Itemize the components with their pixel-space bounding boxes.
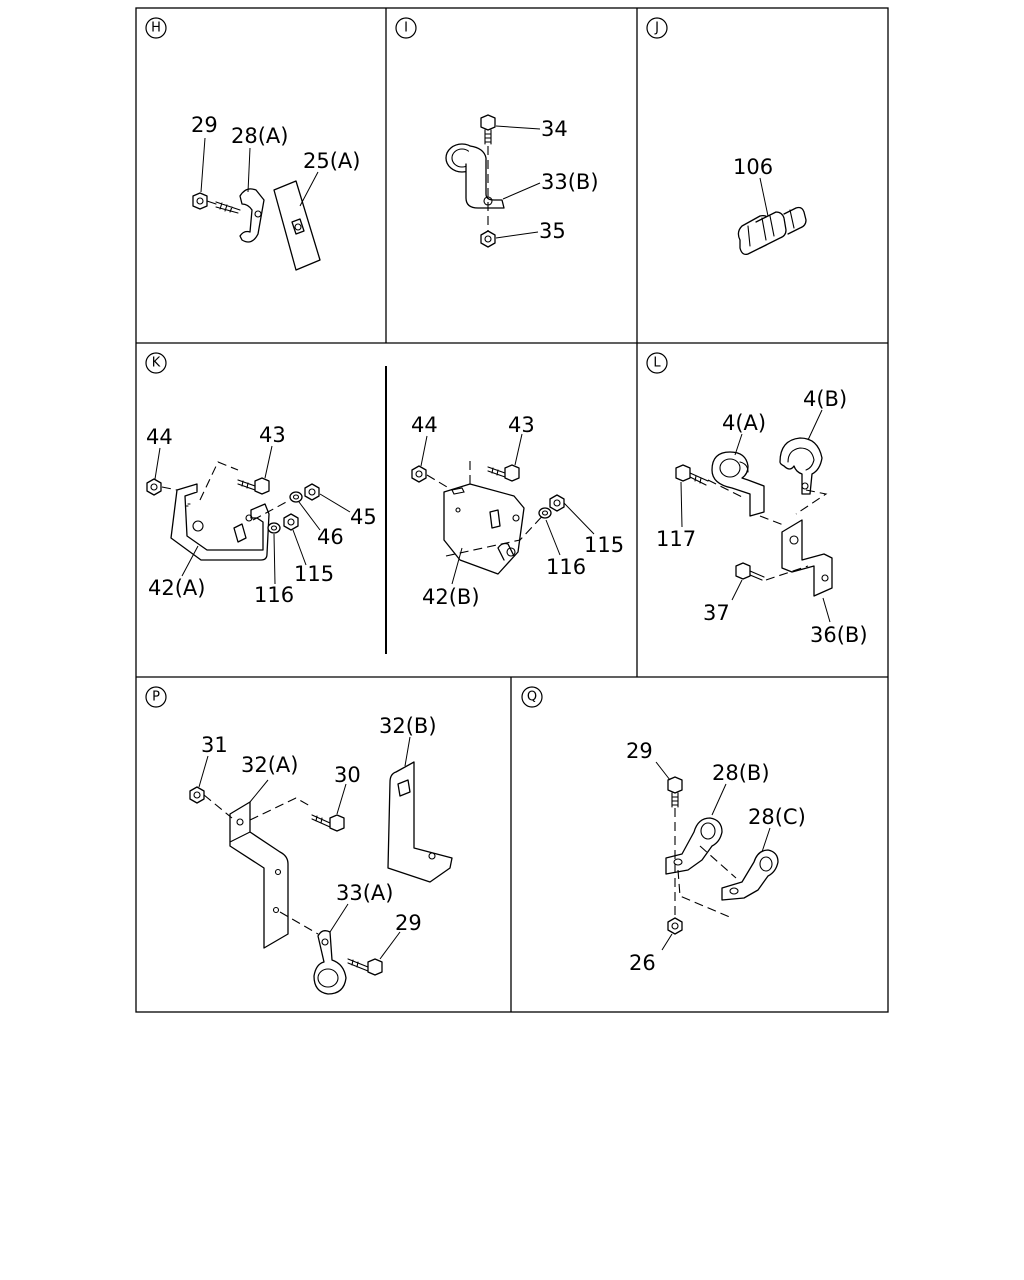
fitting-106 bbox=[737, 206, 807, 256]
part-callout-label: 31 bbox=[201, 733, 228, 757]
bolt-29-q bbox=[667, 776, 683, 808]
section-letter: J bbox=[654, 21, 659, 36]
section-letter: L bbox=[653, 356, 661, 371]
part-callout-label: 37 bbox=[703, 601, 730, 625]
part-callout-label: 106 bbox=[733, 155, 773, 179]
part-callout-label: 4(B) bbox=[803, 387, 847, 411]
bracket-42a bbox=[170, 483, 270, 561]
part-callout-label: 44 bbox=[411, 413, 438, 437]
panel-l-parts: 4(A) 4(B) 117 37 36(B) bbox=[656, 387, 868, 647]
section-marker-p: P bbox=[145, 686, 167, 708]
part-callout-label: 42(A) bbox=[148, 576, 205, 600]
part-callout-label: 115 bbox=[584, 533, 624, 557]
panel-i-parts: 34 33(B) 35 bbox=[445, 114, 599, 248]
section-marker-j: J bbox=[646, 17, 668, 39]
nut-115-right bbox=[549, 494, 565, 512]
bracket-32b bbox=[387, 761, 453, 883]
panel-p-parts: 31 32(A) 30 32(B) 33(A) 29 bbox=[189, 714, 453, 995]
bracket-32a bbox=[229, 801, 289, 949]
section-marker-l: L bbox=[646, 352, 668, 374]
clamp-28c bbox=[721, 849, 779, 901]
panel-k-left-parts: 44 43 45 46 115 116 42(A) bbox=[146, 423, 377, 607]
part-callout-label: 116 bbox=[254, 583, 294, 607]
part-callout-label: 4(A) bbox=[722, 411, 766, 435]
washer-116-left bbox=[267, 522, 281, 534]
plate-25a bbox=[273, 180, 321, 271]
part-callout-label: 29 bbox=[395, 911, 422, 935]
part-callout-label: 33(A) bbox=[336, 881, 393, 905]
panel-h-parts: 29 28(A) 25(A) bbox=[191, 113, 360, 271]
nut-44-left bbox=[146, 478, 162, 496]
part-callout-label: 115 bbox=[294, 562, 334, 586]
part-callout-label: 35 bbox=[539, 219, 566, 243]
part-callout-label: 32(B) bbox=[379, 714, 437, 738]
part-callout-label: 44 bbox=[146, 425, 173, 449]
nut-45 bbox=[304, 483, 320, 501]
bracket-42b bbox=[443, 483, 525, 575]
section-letter: I bbox=[404, 21, 408, 36]
panel-q-parts: 29 28(B) 28(C) 26 bbox=[626, 739, 806, 975]
bolt-30 bbox=[311, 814, 345, 832]
part-callout-label: 29 bbox=[626, 739, 653, 763]
section-letter: H bbox=[151, 21, 161, 36]
panel-k-right-parts: 44 43 115 116 42(B) bbox=[411, 413, 624, 609]
part-callout-label: 36(B) bbox=[810, 623, 868, 647]
section-marker-i: I bbox=[395, 17, 417, 39]
part-callout-label: 30 bbox=[334, 763, 361, 787]
part-callout-label: 43 bbox=[508, 413, 535, 437]
bolt-37 bbox=[735, 562, 765, 581]
panel-grid bbox=[135, 7, 889, 1013]
section-marker-k: K bbox=[145, 352, 167, 374]
part-callout-label: 25(A) bbox=[303, 149, 360, 173]
part-callout-label: 32(A) bbox=[241, 753, 298, 777]
part-callout-label: 28(C) bbox=[748, 805, 806, 829]
clamp-4a bbox=[711, 451, 765, 517]
part-callout-label: 116 bbox=[546, 555, 586, 579]
clamp-28b bbox=[665, 817, 723, 875]
washer-46 bbox=[289, 491, 303, 503]
nut-31 bbox=[189, 786, 205, 804]
section-marker-h: H bbox=[145, 17, 167, 39]
part-callout-label: 29 bbox=[191, 113, 218, 137]
clamp-33b bbox=[445, 143, 505, 209]
part-callout-label: 46 bbox=[317, 525, 344, 549]
part-callout-label: 28(B) bbox=[712, 761, 770, 785]
part-callout-label: 43 bbox=[259, 423, 286, 447]
bolt-43-right bbox=[487, 464, 520, 482]
bolt-34 bbox=[480, 114, 496, 145]
nut-26 bbox=[667, 917, 683, 935]
nut-44-right bbox=[411, 465, 427, 483]
nut-35 bbox=[480, 230, 496, 248]
washer-116-right bbox=[538, 507, 552, 519]
part-callout-label: 117 bbox=[656, 527, 696, 551]
part-callout-label: 45 bbox=[350, 505, 377, 529]
section-letter: Q bbox=[527, 690, 537, 705]
part-callout-label: 28(A) bbox=[231, 124, 288, 148]
section-letter: P bbox=[152, 690, 160, 705]
section-letter: K bbox=[152, 356, 161, 371]
bolt-29 bbox=[192, 192, 241, 214]
part-callout-label: 42(B) bbox=[422, 585, 480, 609]
clamp-28a bbox=[239, 188, 265, 243]
bolt-117 bbox=[675, 464, 709, 486]
bracket-36b bbox=[781, 519, 833, 597]
bolt-29-p bbox=[347, 958, 383, 976]
part-callout-label: 33(B) bbox=[541, 170, 599, 194]
clamp-4b bbox=[779, 437, 823, 495]
part-callout-label: 26 bbox=[629, 951, 656, 975]
panel-j-parts: 106 bbox=[733, 155, 807, 256]
bolt-43-left bbox=[237, 477, 270, 495]
section-marker-q: Q bbox=[521, 686, 543, 708]
clamp-33a bbox=[313, 930, 347, 995]
part-callout-label: 34 bbox=[541, 117, 568, 141]
nut-115-left bbox=[283, 513, 299, 531]
